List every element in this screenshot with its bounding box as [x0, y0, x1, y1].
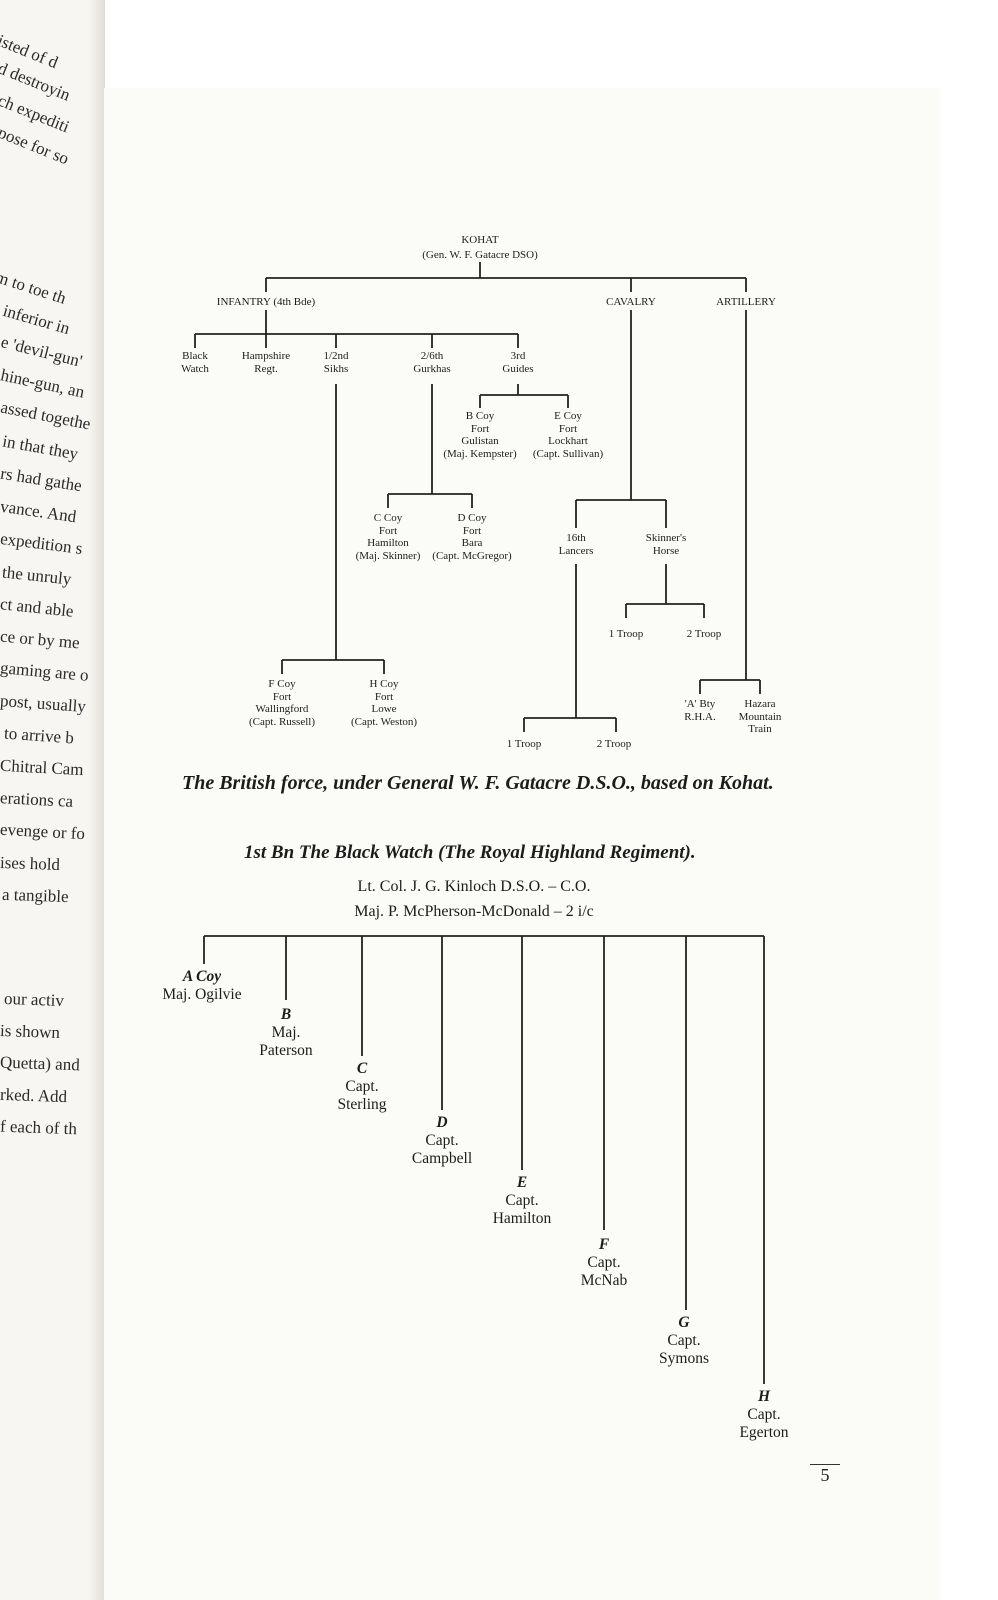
facing-text-line: hine-gun, an: [0, 365, 87, 402]
commanding-officer: Lt. Col. J. G. Kinloch D.S.O. – C.O.: [357, 878, 591, 895]
node-infantry: INFANTRY (4th Bde): [216, 296, 316, 308]
node-kohat-commander: (Gen. W. F. Gatacre DSO): [422, 249, 538, 261]
node-artillery: ARTILLERY: [716, 296, 776, 308]
second-in-command: Maj. P. McPherson-McDonald – 2 i/c: [354, 903, 594, 920]
node-cavalry: CAVALRY: [606, 296, 656, 308]
facing-text-line: f each of th: [0, 1116, 78, 1139]
page-gutter: [88, 0, 104, 1600]
facing-text-line: to arrive b: [3, 723, 75, 748]
connector-lines: [194, 262, 765, 1384]
node-skinners-1-troop: 1 Troop: [608, 628, 644, 640]
page-number: 5: [810, 1464, 840, 1486]
facing-text-line: erations ca: [0, 788, 74, 811]
facing-text-line: rs had gathe: [0, 463, 84, 496]
facing-text-line: a tangible: [1, 884, 69, 907]
figure-caption-british-force: The British force, under General W. F. G…: [182, 772, 774, 794]
facing-text-line: is shown: [0, 1020, 61, 1043]
facing-text-line: Chitral Cam: [0, 755, 85, 780]
facing-page: isted of d d destroyin ch expediti pose …: [0, 0, 105, 1600]
facing-text-line: Quetta) and: [0, 1052, 81, 1075]
facing-text-line: ises hold: [0, 852, 61, 875]
facing-text-line: assed togethe: [0, 397, 93, 434]
node-lancers-2-troop: 2 Troop: [596, 738, 632, 750]
facing-text-line: expedition s: [0, 529, 84, 558]
facing-text-line: vance. And: [0, 496, 78, 527]
facing-text-line: in that they: [1, 431, 80, 464]
node-skinners-2-troop: 2 Troop: [686, 628, 722, 640]
facing-text-line: our activ: [3, 988, 65, 1011]
facing-text-line: the unruly: [1, 562, 73, 589]
facing-text-line: rked. Add: [0, 1084, 68, 1107]
facing-text-line: post, usually: [0, 691, 87, 716]
facing-text-line: ct and able: [0, 594, 75, 621]
facing-text-line: ce or by me: [0, 626, 81, 653]
facing-text-line: gaming are o: [0, 658, 90, 685]
book-page: KOHAT (Gen. W. F. Gatacre DSO) INFANTRY …: [104, 88, 940, 1600]
facing-text-line: e 'devil-gun': [0, 332, 85, 371]
facing-text-line: evenge or fo: [0, 819, 86, 844]
node-lancers-1-troop: 1 Troop: [506, 738, 542, 750]
node-kohat: KOHAT: [461, 234, 499, 246]
figure-title-black-watch: 1st Bn The Black Watch (The Royal Highla…: [244, 842, 696, 863]
